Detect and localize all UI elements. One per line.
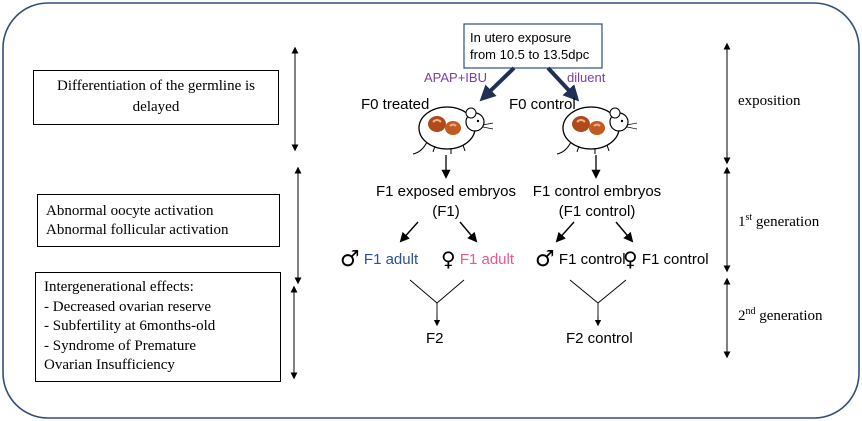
ovarian-insufficiency-text: Ovarian Insufficiency	[44, 357, 175, 373]
merge-to-f2-control	[569, 279, 627, 322]
gen1-suffix: st	[745, 212, 753, 223]
f1-exposed-line-2: (F1)	[432, 203, 460, 220]
f1-control-line-2: (F1 control)	[558, 203, 636, 220]
gen2-word: generation	[755, 308, 823, 324]
female-control-symbol-icon: ♀	[623, 247, 638, 271]
male-adult-group: ♂ F1 adult	[340, 247, 418, 272]
exposure-box-text: In utero exposure from 10.5 to 13.5dpc	[470, 29, 589, 63]
male-adult-label: F1 adult	[363, 251, 419, 268]
f2-control-label: F2 control	[566, 330, 633, 347]
f1-control-line-1: F1 control embryos	[532, 183, 662, 200]
arrow-to-female-adult	[459, 221, 478, 243]
arrow-to-f0-control	[546, 66, 580, 102]
intergenerational-title: Intergenerational effects:	[44, 279, 194, 295]
female-adult-label: F1 adult	[459, 251, 515, 268]
female-control-label: F1 control	[641, 251, 709, 268]
f0-treated-label: F0 treated	[361, 96, 430, 113]
diluent-label: diluent	[567, 70, 606, 85]
male-control-group: ♂ F1 control	[535, 247, 626, 272]
premature-syndrome-text: - Syndrome of Premature	[44, 337, 197, 354]
apap-ibu-label: APAP+IBU	[424, 70, 487, 85]
follicular-activation-text: Abnormal follicular activation	[46, 222, 229, 238]
merge-to-f2	[409, 279, 465, 322]
second-generation-label: 2nd generation	[738, 306, 823, 325]
oocyte-activation-text: Abnormal oocyte activation	[46, 203, 214, 219]
activation-box: Abnormal oocyte activation Abnormal foll…	[37, 194, 280, 247]
male-control-label: F1 control	[558, 251, 626, 268]
f1-control-label: F1 control embryos (F1 control)	[522, 182, 672, 222]
arrow-to-female-control	[615, 221, 634, 243]
ovarian-reserve-text: - Decreased ovarian reserve	[44, 298, 211, 315]
female-adult-group: ♀ F1 adult	[441, 247, 514, 271]
mouse-control-icon	[556, 106, 638, 155]
arrow-to-f0-treated	[479, 66, 516, 102]
exposition-label: exposition	[738, 93, 801, 109]
exposure-line-1: In utero exposure	[470, 30, 572, 45]
germline-delay-line-1: Differentiation of the germline is	[57, 78, 255, 94]
male-control-symbol-icon: ♂	[535, 247, 555, 272]
female-symbol-icon: ♀	[441, 247, 456, 271]
intergenerational-box: Intergenerational effects: - Decreased o…	[35, 272, 281, 382]
female-control-group: ♀ F1 control	[623, 247, 709, 271]
f0-control-label: F0 control	[509, 96, 576, 113]
arrow-to-male-control	[555, 221, 575, 243]
f2-label: F2	[426, 330, 444, 347]
f1-exposed-label: F1 exposed embryos (F1)	[371, 182, 521, 222]
gen2-suffix: nd	[745, 306, 756, 317]
arrow-to-male-adult	[399, 221, 419, 243]
germline-delay-line-2: delayed	[132, 99, 180, 115]
first-generation-label: 1st generation	[738, 212, 819, 231]
exposure-box	[463, 23, 603, 69]
gen1-number: 1	[738, 214, 746, 230]
f1-exposed-line-1: F1 exposed embryos	[375, 183, 517, 200]
mouse-treated-icon	[412, 106, 494, 155]
germline-delay-box: Differentiation of the germline is delay…	[33, 70, 279, 125]
gen2-number: 2	[738, 308, 746, 324]
exposure-line-2: from 10.5 to 13.5dpc	[470, 47, 590, 62]
gen1-word: generation	[752, 214, 820, 230]
male-symbol-icon: ♂	[340, 247, 360, 272]
subfertility-text: - Subfertility at 6months-old	[44, 318, 216, 334]
